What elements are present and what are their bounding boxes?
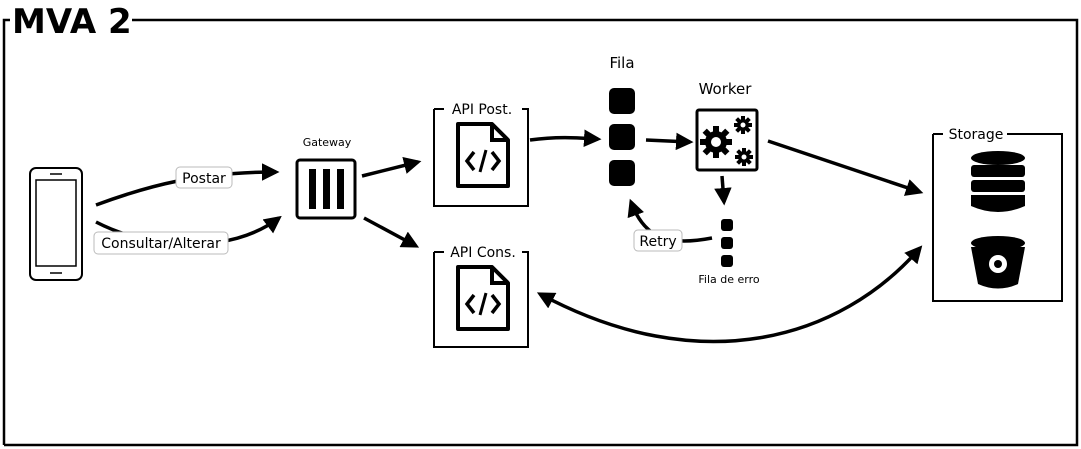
code-file-icon bbox=[456, 265, 510, 331]
frame-title: MVA 2 bbox=[12, 2, 132, 42]
post-label: Postar bbox=[175, 166, 233, 189]
smartphone-icon bbox=[29, 167, 83, 281]
queue-label: Fila bbox=[609, 54, 634, 72]
api-cons-box: API Cons. bbox=[433, 245, 529, 348]
retry-label: Retry bbox=[633, 229, 683, 252]
edge-cons-storage bbox=[536, 245, 923, 344]
worker-label: Worker bbox=[699, 80, 753, 98]
gateway-label: Gateway bbox=[303, 136, 352, 149]
api-post-box: API Post. bbox=[433, 102, 529, 207]
query-label: Consultar/Alterar bbox=[93, 231, 229, 255]
post-label-text: Postar bbox=[182, 171, 226, 187]
gears-icon bbox=[695, 108, 759, 172]
storage-label: Storage bbox=[949, 127, 1004, 143]
database-icon bbox=[971, 151, 1025, 212]
api-post-label: API Post. bbox=[452, 102, 512, 118]
bucket-icon bbox=[971, 236, 1025, 289]
edge-queue-to-worker bbox=[645, 132, 694, 151]
gateway-icon bbox=[295, 158, 357, 220]
edge-gateway-cons bbox=[363, 216, 420, 248]
storage-box: Storage bbox=[932, 127, 1063, 302]
retry-label-text: Retry bbox=[639, 234, 676, 250]
query-label-text: Consultar/Alterar bbox=[101, 236, 221, 252]
edge-gateway-post bbox=[361, 156, 422, 178]
code-file-icon bbox=[456, 122, 510, 188]
edge-api-to-queue bbox=[529, 129, 602, 147]
edge-worker-to-error bbox=[714, 175, 732, 206]
api-cons-label: API Cons. bbox=[450, 245, 516, 261]
queue-icon bbox=[609, 88, 635, 186]
edge-worker-to-storage bbox=[767, 139, 924, 196]
error-queue-icon bbox=[721, 219, 733, 267]
error-queue-label: Fila de erro bbox=[698, 273, 760, 286]
